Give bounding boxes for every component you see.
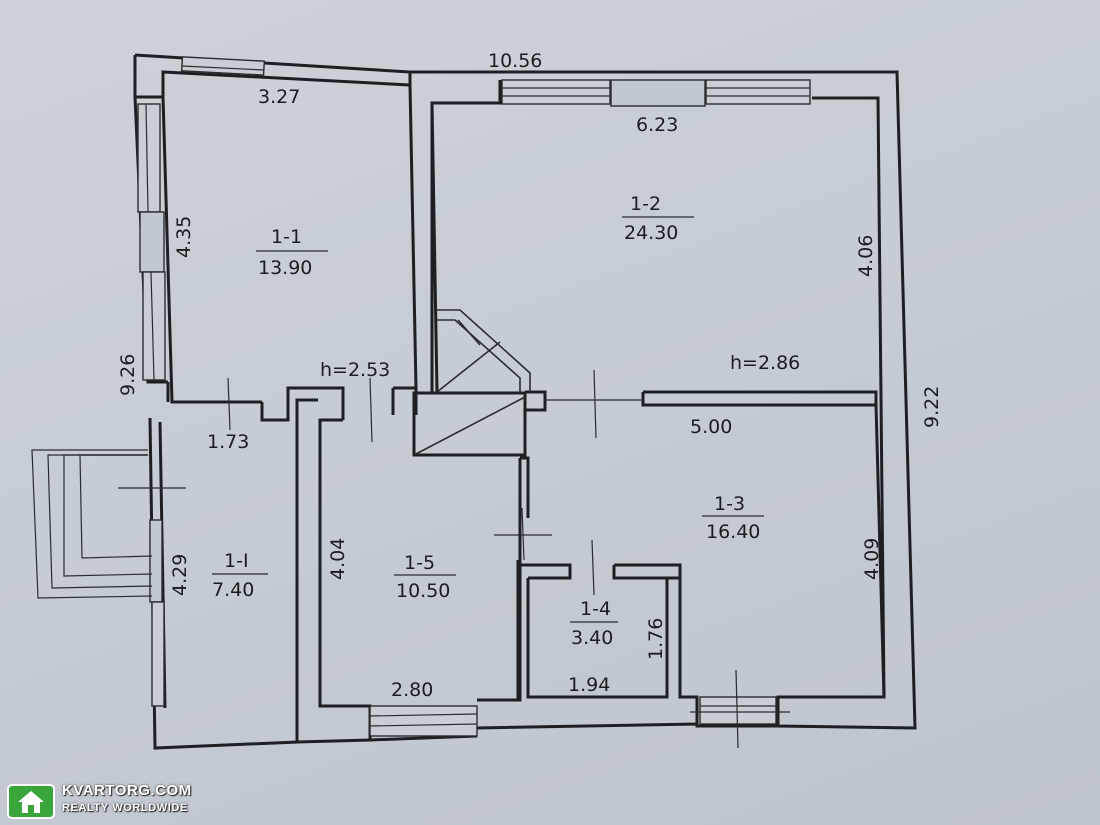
- watermark-tagline: REALTY WORLDWIDE: [62, 802, 188, 814]
- room-1-I-id: 1-I: [224, 550, 249, 572]
- room-1-3-side-dim: 4.09: [861, 538, 883, 580]
- room-1-1-area: 13.90: [258, 257, 312, 279]
- room-1-4: 1-4 3.40 1.76 1.94: [568, 598, 667, 696]
- room-1-1: 3.27 4.35 1-1 13.90 h=2.53: [173, 86, 390, 381]
- room-1-I: 1.73 4.29 1-I 7.40: [169, 431, 268, 601]
- room-1-2-id: 1-2: [630, 193, 661, 215]
- room-1-3-area: 16.40: [706, 521, 760, 543]
- overall-height-left-label: 9.26: [117, 354, 139, 396]
- room-1-5: 4.04 1-5 10.50 2.80: [327, 538, 456, 701]
- room-1-1-id: 1-1: [271, 226, 302, 248]
- room-1-5-bottom-dim: 2.80: [391, 679, 433, 701]
- room-1-1-top-dim: 3.27: [258, 86, 300, 108]
- room-1-4-area: 3.40: [571, 627, 613, 649]
- overall-height-right-label: 9.22: [921, 386, 943, 428]
- room-1-4-side-dim: 1.76: [645, 618, 667, 660]
- room-1-1-side-dim: 4.35: [173, 216, 195, 258]
- room-1-2-top-dim: 6.23: [636, 114, 678, 136]
- room-1-3-top-dim: 5.00: [690, 416, 732, 438]
- room-1-I-side-dim: 4.29: [169, 554, 191, 596]
- room-1-2-area: 24.30: [624, 222, 678, 244]
- door-markers: [118, 369, 790, 749]
- room-1-4-bottom-dim: 1.94: [568, 674, 610, 696]
- interior-walls: [166, 84, 886, 700]
- room-1-2-side-dim: 4.06: [855, 235, 877, 277]
- watermark-brand: KVARTORG.COM: [62, 782, 192, 799]
- room-1-5-id: 1-5: [404, 552, 435, 574]
- watermark: KVARTORG.COM REALTY WORLDWIDE: [6, 782, 196, 822]
- room-1-4-id: 1-4: [580, 598, 611, 620]
- windows: [137, 56, 811, 737]
- room-1-2-height: h=2.86: [730, 352, 800, 374]
- room-1-2: 6.23 4.06 1-2 24.30 h=2.86: [622, 114, 877, 374]
- room-1-I-top-dim: 1.73: [207, 431, 249, 453]
- porch: [31, 449, 153, 599]
- room-1-5-side-dim: 4.04: [327, 538, 349, 580]
- stairs: [413, 309, 531, 456]
- house-icon: [7, 784, 55, 819]
- room-1-5-area: 10.50: [396, 580, 450, 602]
- room-1-I-area: 7.40: [212, 579, 254, 601]
- room-1-1-height: h=2.53: [320, 359, 390, 381]
- room-1-3: 5.00 4.09 1-3 16.40: [690, 416, 883, 580]
- room-1-3-id: 1-3: [714, 493, 745, 515]
- overall-width-label: 10.56: [488, 50, 542, 72]
